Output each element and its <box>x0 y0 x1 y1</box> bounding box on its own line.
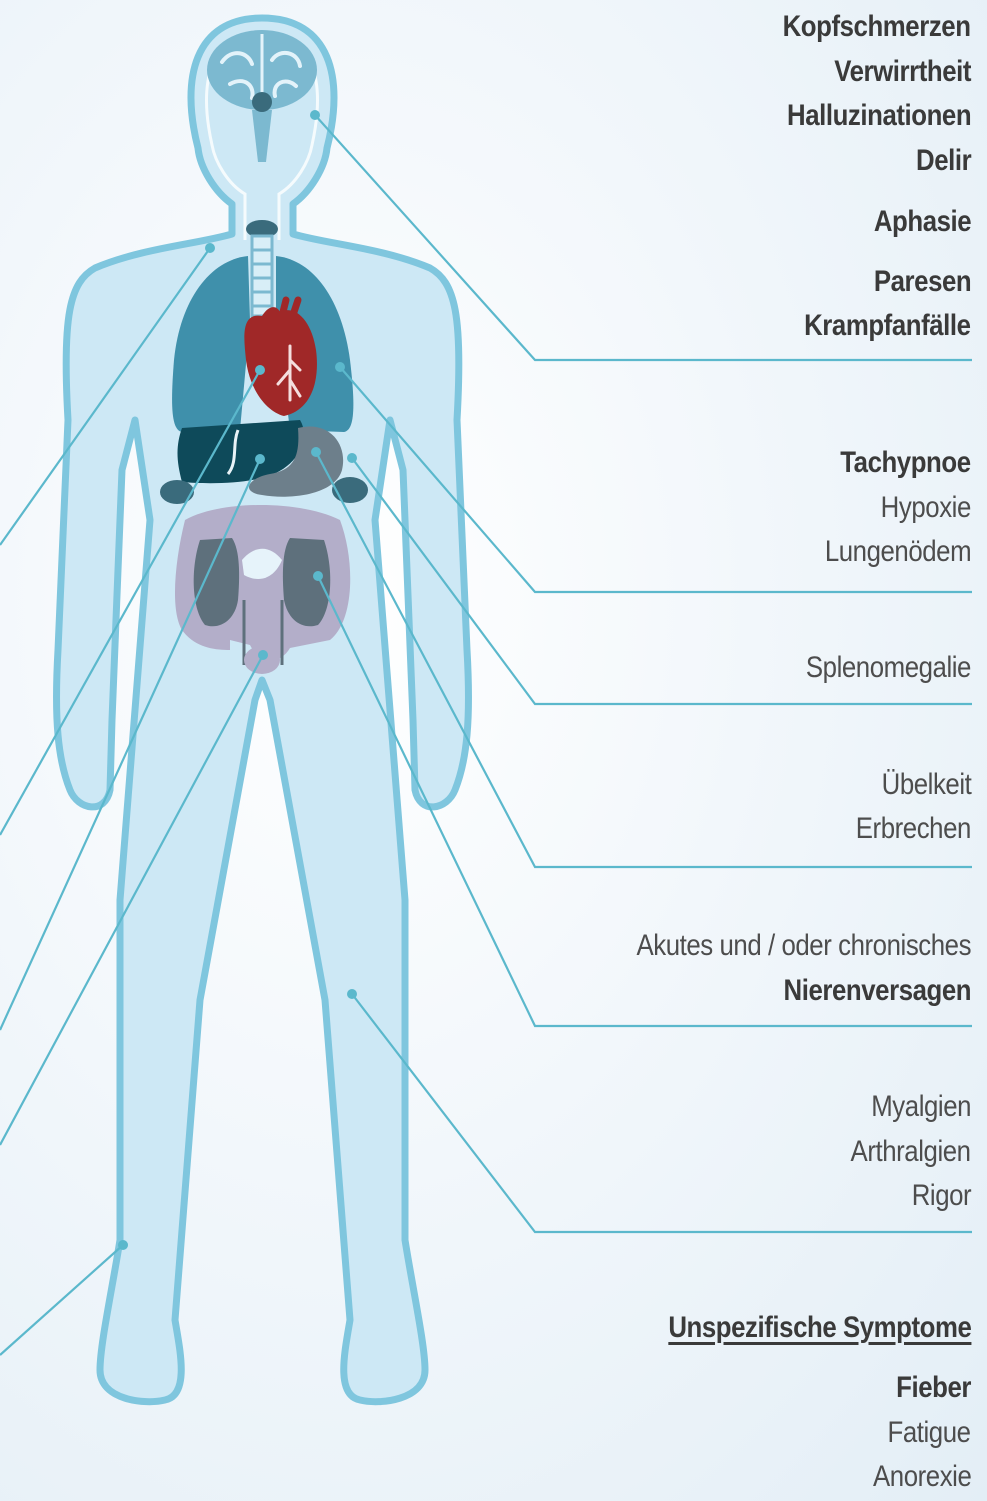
symptom-erbrechen: Erbrechen <box>856 807 971 851</box>
symptom-fatigue: Fatigue <box>888 1411 971 1455</box>
symptom-tachypnoe: Tachypnoe <box>841 441 971 485</box>
trachea <box>252 236 272 316</box>
symptom-nierenversagen: Nierenversagen <box>783 969 971 1013</box>
symptom-lungenoedem: Lungenödem <box>825 530 971 574</box>
symptom-anorexie: Anorexie <box>873 1455 971 1499</box>
symptom-splenomegalie: Splenomegalie <box>806 646 971 690</box>
symptom-aphasie: Aphasie <box>874 200 971 244</box>
symptom-paresen: Paresen <box>874 260 971 304</box>
heading-unspezifische-symptome: Unspezifische Symptome <box>668 1306 971 1350</box>
symptom-fieber: Fieber <box>896 1366 971 1410</box>
symptom-delir: Delir <box>916 139 971 183</box>
symptom-verwirrtheit: Verwirrtheit <box>834 50 971 94</box>
symptom-akutes-chronisches: Akutes und / oder chronisches <box>636 924 971 968</box>
symptom-krampfanfaelle: Krampfanfälle <box>805 304 971 348</box>
symptom-arthralgien: Arthralgien <box>851 1130 971 1174</box>
symptom-hypoxie: Hypoxie <box>881 486 971 530</box>
symptom-uebelkeit: Übelkeit <box>881 763 971 807</box>
adrenal-left <box>160 480 194 504</box>
symptom-kopfschmerzen: Kopfschmerzen <box>783 5 971 49</box>
symptom-rigor: Rigor <box>911 1174 971 1218</box>
symptom-myalgien: Myalgien <box>871 1085 971 1129</box>
symptom-halluzinationen: Halluzinationen <box>787 94 971 138</box>
spleen <box>332 477 368 503</box>
